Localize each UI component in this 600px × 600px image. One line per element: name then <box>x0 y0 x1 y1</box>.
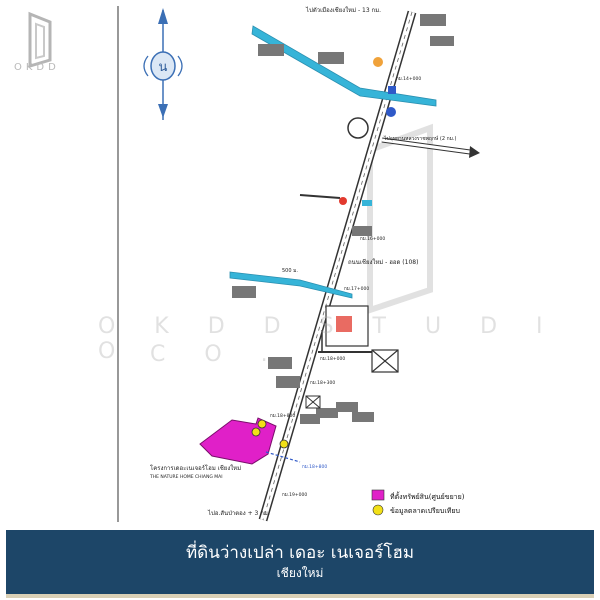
km-mark-6: กม.18+800 <box>270 413 295 419</box>
crossed-box-icon <box>371 349 399 373</box>
location-map: น <box>117 6 480 522</box>
banner-title: ที่ดินว่างเปล่า เดอะ เนเจอร์โฮม <box>185 543 415 563</box>
roundabout <box>347 117 369 139</box>
marker-red-icon <box>339 197 347 205</box>
bottom-strip <box>6 594 594 598</box>
watermark-house-outline <box>367 123 433 315</box>
right-road-label: ไปอุทยานหลวงราชพฤกษ์ (2 กม.) <box>383 135 457 142</box>
km-mark-1: กม.14+000 <box>396 76 421 82</box>
market-marker-3 <box>279 439 289 449</box>
km-mark-8: กม.18+800 <box>302 464 327 470</box>
side-road-right <box>381 137 480 158</box>
market-marker-2 <box>257 419 267 429</box>
legend: ที่ตั้งทรัพย์สิน(ศูนย์ขยาย) ข้อมูลตลาดเป… <box>371 489 465 516</box>
market-marker-1 <box>251 427 261 437</box>
marker-blue-icon <box>386 107 396 117</box>
project-name-label: โครงการเดอะเนเจอร์โฮม เชียงใหม่ <box>150 464 241 472</box>
canal-top <box>251 25 437 107</box>
marker-orange-icon <box>373 57 383 67</box>
small-crossed-box-icon <box>305 395 321 409</box>
km-mark-4: กม.18+000 <box>320 356 345 362</box>
marker-blue-square-icon <box>388 86 396 94</box>
watermark-text-1: O K D D S T U D I O <box>98 314 559 364</box>
canal-distance-label: 500 ม. <box>282 268 298 274</box>
marker-cyan-icon <box>362 200 372 206</box>
legend-market-label: ข้อมูลตลาดเปรียบเทียบ <box>390 507 460 515</box>
landmark-red-area <box>336 316 352 332</box>
legend-property-swatch <box>371 489 385 501</box>
top-direction-label: ไปตัวเมืองเชียงใหม่ - 13 กม. <box>305 6 381 14</box>
north-arrow-icon: น <box>143 8 183 120</box>
legend-market-swatch <box>372 504 384 516</box>
km-mark-5: กม.18+300 <box>310 380 335 386</box>
main-road-label: ถนนเชียงใหม่ - ฮอด (108) <box>348 258 418 266</box>
side-road-left-1 <box>299 194 341 199</box>
project-name-en-label: THE NATURE HOME CHIANG MAI <box>149 474 223 480</box>
svg-text:น: น <box>159 60 168 75</box>
title-banner: ที่ดินว่างเปล่า เดอะ เนเจอร์โฮม เชียงใหม… <box>6 530 594 594</box>
km-mark-2: กม.16+000 <box>360 236 385 242</box>
km-mark-7: กม.19+000 <box>282 492 307 498</box>
legend-property-label: ที่ตั้งทรัพย์สิน(ศูนย์ขยาย) <box>390 490 465 501</box>
banner-subtitle: เชียงใหม่ <box>276 566 324 580</box>
km-mark-3: กม.17+000 <box>344 286 369 292</box>
bottom-direction-label: ไปอ.สันป่าตอง + 3 กม. <box>207 509 270 517</box>
building-icon <box>232 14 454 424</box>
okdd-logo-icon <box>28 11 52 69</box>
canal-lower <box>229 271 353 299</box>
property-access-line <box>265 451 301 463</box>
watermark-text-2: C O . <box>150 342 284 367</box>
logo-text: OKDD <box>14 62 60 73</box>
